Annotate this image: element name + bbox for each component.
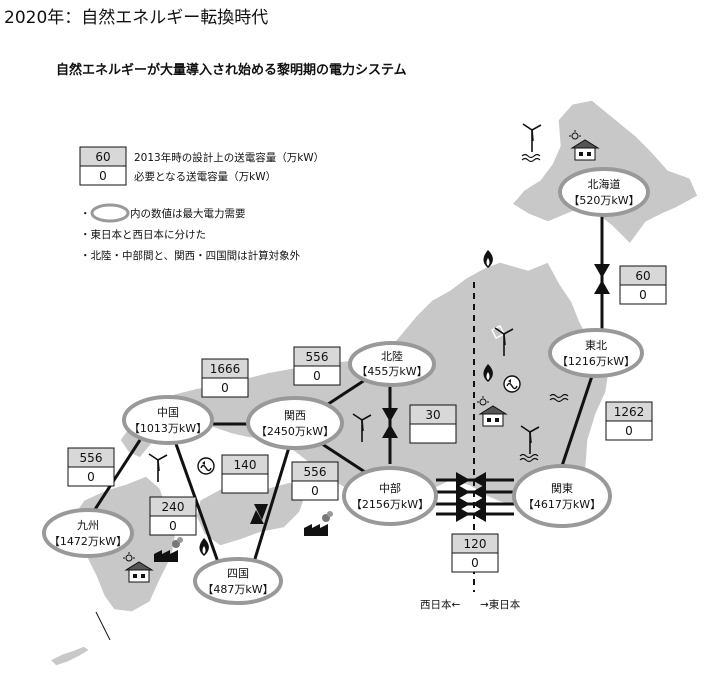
svg-text:【1472万kW】: 【1472万kW】 [49, 535, 127, 548]
legend-note-excluded: ・北陸・中部間と、関西・四国間は計算対象外 [80, 249, 301, 262]
legend-required-text: 必要となる送電容量（万kW） [134, 170, 276, 183]
legend-ellipse-sample [90, 203, 130, 223]
wave-power-icon [197, 457, 215, 475]
cap-box-chubu-kanto: 120 0 [451, 533, 499, 573]
wave-power-icon [503, 375, 521, 393]
svg-text:60: 60 [635, 269, 650, 283]
cap-box-hokkaido-tohoku: 60 0 [619, 265, 667, 305]
page-title: 2020年：自然エネルギー転換時代 [4, 8, 269, 28]
svg-text:0: 0 [471, 556, 479, 570]
svg-text:中部: 中部 [379, 481, 401, 495]
geothermal-flame-icon [199, 538, 209, 556]
legend-required-value: 0 [99, 169, 107, 183]
node-chugoku: 中国 【1013万kW】 [122, 395, 214, 445]
svg-text:0: 0 [87, 470, 95, 484]
svg-text:東北: 東北 [585, 339, 607, 352]
svg-text:556: 556 [80, 451, 103, 465]
svg-text:【2450万kW】: 【2450万kW】 [256, 425, 334, 438]
svg-text:0: 0 [313, 369, 321, 383]
node-hokuriku: 北陸 【455万kW】 [348, 341, 436, 387]
wave-icon [521, 153, 541, 163]
svg-text:1262: 1262 [614, 405, 645, 419]
flow-arrows [250, 264, 610, 524]
node-chubu: 中部 【2156万kW】 [342, 466, 438, 526]
svg-text:【455万kW】: 【455万kW】 [356, 365, 427, 378]
svg-text:【1013万kW】: 【1013万kW】 [129, 422, 207, 435]
svg-text:関西: 関西 [284, 409, 306, 422]
svg-text:九州: 九州 [77, 519, 99, 532]
svg-text:240: 240 [162, 500, 185, 514]
cap-box-chugoku-shikoku: 240 0 [149, 496, 197, 536]
svg-text:・: ・ [80, 208, 91, 220]
cap-box-tohoku-kanto: 1262 0 [605, 401, 653, 441]
node-kansai: 関西 【2450万kW】 [246, 396, 344, 450]
node-kyushu: 九州 【1472万kW】 [42, 508, 134, 558]
legend-design-value: 60 [95, 150, 110, 164]
svg-text:【487万kW】: 【487万kW】 [202, 583, 273, 596]
legend-note-demand: 内の数値は最大電力需要 [130, 207, 246, 220]
svg-text:0: 0 [639, 288, 647, 302]
capacity-boxes: 60 0 1262 0 120 0 30 556 0 [67, 265, 667, 573]
factory-smoke-icon [304, 511, 333, 536]
cap-box-chugoku-kansai: 1666 0 [201, 358, 249, 398]
node-kanto: 関東 【4617万kW】 [512, 464, 612, 528]
svg-text:0: 0 [311, 484, 319, 498]
node-tohoku: 東北 【1216万kW】 [548, 328, 644, 378]
west-japan-label: 西日本← [420, 598, 460, 611]
svg-text:関東: 関東 [551, 482, 573, 495]
node-hokkaido: 北海道 【520万kW】 [558, 167, 650, 217]
svg-text:120: 120 [464, 537, 487, 551]
svg-text:【1216万kW】: 【1216万kW】 [557, 355, 635, 368]
svg-text:556: 556 [304, 465, 327, 479]
svg-text:四国: 四国 [227, 567, 249, 580]
cap-box-kansai-shikoku: 140 [221, 454, 269, 494]
diagram-subtitle: 自然エネルギーが大量導入され始める黎明期の電力システム [56, 63, 407, 78]
legend-note-east-west: ・東日本と西日本に分けた [80, 228, 206, 241]
svg-text:1666: 1666 [210, 362, 241, 376]
region-nodes: 北海道 【520万kW】 東北 【1216万kW】 関東 【4617万kW】 中… [42, 167, 650, 605]
svg-text:中国: 中国 [157, 406, 179, 419]
line-kyushu-chugoku [90, 439, 142, 515]
svg-text:北陸: 北陸 [381, 350, 403, 363]
svg-text:0: 0 [625, 424, 633, 438]
okinawa-pointer-line [95, 611, 111, 641]
cap-box-kansai-hokuriku: 556 0 [293, 346, 341, 386]
svg-text:30: 30 [425, 408, 440, 422]
svg-text:【2156万kW】: 【2156万kW】 [351, 498, 429, 511]
line-tohoku-kanto [560, 375, 594, 467]
line-chugoku-shikoku [174, 443, 220, 563]
cap-box-kansai-chubu: 556 0 [291, 461, 339, 501]
east-japan-label: →東日本 [480, 598, 521, 611]
legend-design-text: 2013年時の設計上の送電容量（万kW） [134, 151, 324, 164]
svg-text:0: 0 [169, 519, 177, 533]
svg-text:140: 140 [234, 458, 257, 472]
svg-text:556: 556 [306, 350, 329, 364]
svg-text:北海道: 北海道 [588, 177, 621, 191]
legend: 60 0 2013年時の設計上の送電容量（万kW） 必要となる送電容量（万kW）… [79, 146, 324, 262]
cap-box-hokuriku-chubu: 30 [409, 404, 457, 444]
line-kansai-shikoku [252, 443, 292, 563]
line-kansai-chubu [315, 438, 369, 476]
cap-box-kyushu-chugoku: 556 0 [67, 447, 115, 487]
node-shikoku: 四国 【487万kW】 [193, 557, 283, 605]
svg-text:【520万kW】: 【520万kW】 [568, 194, 639, 207]
wind-turbine-icon [148, 453, 168, 483]
svg-text:【4617万kW】: 【4617万kW】 [523, 498, 601, 511]
svg-text:0: 0 [221, 381, 229, 395]
wind-turbine-icon [522, 123, 542, 153]
